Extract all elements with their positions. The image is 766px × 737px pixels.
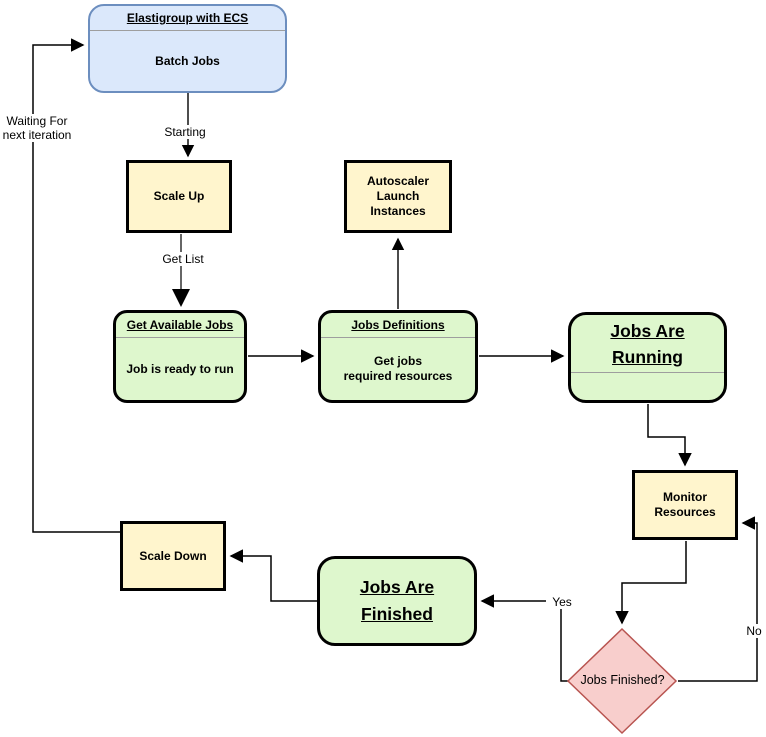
node-body: Job is ready to run	[126, 361, 234, 376]
edge-finished-to-scaledown	[229, 549, 317, 602]
decision-diamond	[566, 627, 678, 735]
node-scale-up: Scale Up	[126, 160, 232, 233]
node-get-available-jobs: Get Available Jobs Job is ready to run	[113, 310, 247, 403]
node-body: Get jobs required resources	[343, 354, 453, 383]
node-autoscaler-launch-instances: Autoscaler Launch Instances	[344, 160, 452, 233]
node-scale-down: Scale Down	[120, 521, 226, 591]
edge-label-starting: Starting	[157, 125, 213, 139]
edge-scaledown-to-elastigroup	[32, 38, 120, 533]
node-title: Jobs Definitions	[321, 313, 475, 338]
node-body: Batch Jobs	[155, 53, 220, 68]
node-title: Get Available Jobs	[116, 313, 244, 338]
edge-label-yes: Yes	[546, 595, 578, 609]
node-title: Elastigroup with ECS	[90, 6, 285, 31]
node-elastigroup-batch-jobs: Elastigroup with ECS Batch Jobs	[88, 4, 287, 93]
edge-monitor-to-decision	[615, 541, 687, 625]
node-jobs-definitions: Jobs Definitions Get jobs required resou…	[318, 310, 478, 403]
edge-decision-no-to-monitor	[678, 516, 758, 682]
edge-decision-yes-to-finished	[480, 594, 568, 682]
edge-label-get-list: Get List	[154, 252, 212, 266]
node-title: Jobs Are Running	[571, 315, 724, 373]
node-jobs-are-running: Jobs Are Running	[568, 312, 727, 403]
edge-running-to-monitor	[647, 404, 692, 467]
decision-label: Jobs Finished?	[580, 673, 665, 687]
node-monitor-resources: Monitor Resources	[632, 470, 738, 540]
edge-label-waiting-for-next-iteration: Waiting For next iteration	[0, 114, 76, 142]
edge-label-no: No	[740, 624, 766, 638]
node-body	[571, 373, 724, 400]
node-jobs-are-finished: Jobs Are Finished	[317, 556, 477, 646]
